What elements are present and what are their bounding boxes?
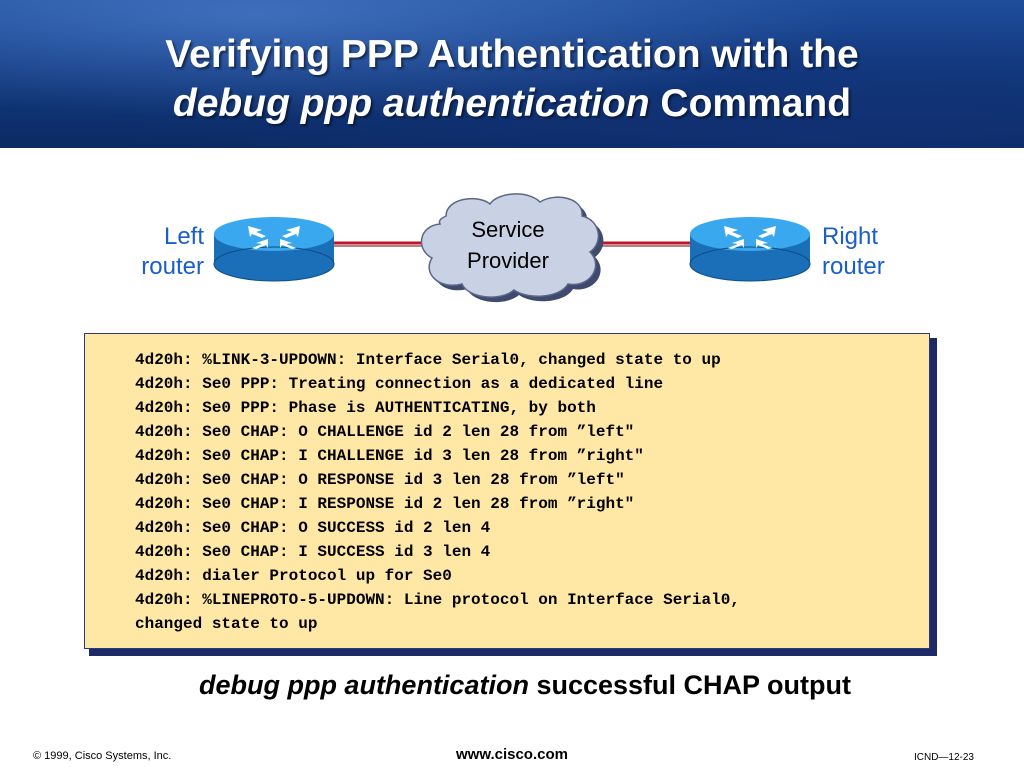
- left-router-label: Left router: [141, 223, 204, 280]
- debug-output-line: 4d20h: Se0 CHAP: O SUCCESS id 2 len 4: [135, 519, 491, 537]
- copyright-notice: © 1999, Cisco Systems, Inc.: [33, 750, 172, 762]
- debug-output-line: 4d20h: %LINEPROTO-5-UPDOWN: Line protoco…: [135, 591, 740, 609]
- debug-output-line: 4d20h: dialer Protocol up for Se0: [135, 567, 452, 585]
- title-command-suffix: Command: [649, 82, 852, 125]
- right-router-label: Right router: [822, 223, 885, 280]
- caption-text: successful CHAP output: [528, 670, 852, 700]
- left-router-icon: [213, 217, 335, 282]
- debug-output-line: 4d20h: Se0 CHAP: I SUCCESS id 3 len 4: [135, 543, 491, 561]
- service-provider-cloud: [420, 193, 604, 303]
- debug-output-line: 4d20h: Se0 CHAP: O RESPONSE id 3 len 28 …: [135, 471, 625, 489]
- debug-output-line: 4d20h: Se0 CHAP: O CHALLENGE id 2 len 28…: [135, 423, 635, 441]
- cloud-label: Service Provider: [467, 217, 549, 273]
- debug-output-line: 4d20h: Se0 CHAP: I CHALLENGE id 3 len 28…: [135, 447, 644, 465]
- debug-output-box: 4d20h: %LINK-3-UPDOWN: Interface Serial0…: [84, 333, 930, 649]
- title-line-2: debug ppp authentication Command: [0, 79, 1024, 128]
- right-router-icon: [689, 217, 811, 282]
- website-link[interactable]: www.cisco.com: [456, 746, 568, 763]
- debug-output-lines: 4d20h: %LINK-3-UPDOWN: Interface Serial0…: [135, 348, 740, 636]
- page-code: ICND—12-23: [913, 752, 974, 763]
- output-caption: debug ppp authentication successful CHAP…: [0, 668, 1024, 702]
- title-line-1: Verifying PPP Authentication with the: [165, 33, 859, 76]
- debug-output-line: 4d20h: Se0 PPP: Treating connection as a…: [135, 375, 664, 393]
- debug-output-line: changed state to up: [135, 615, 318, 633]
- debug-output-line: 4d20h: Se0 PPP: Phase is AUTHENTICATING,…: [135, 399, 596, 417]
- debug-output-line: 4d20h: Se0 CHAP: I RESPONSE id 2 len 28 …: [135, 495, 635, 513]
- network-diagram-graphic: [213, 193, 811, 303]
- debug-output-line: 4d20h: %LINK-3-UPDOWN: Interface Serial0…: [135, 351, 721, 369]
- slide-title: Verifying PPP Authentication with the de…: [0, 30, 1024, 128]
- title-command: debug ppp authentication: [172, 82, 650, 125]
- title-banner: Verifying PPP Authentication with the de…: [0, 0, 1024, 148]
- caption-command: debug ppp authentication: [198, 670, 529, 700]
- network-diagram: Left router Right router Service Provide…: [0, 190, 1024, 310]
